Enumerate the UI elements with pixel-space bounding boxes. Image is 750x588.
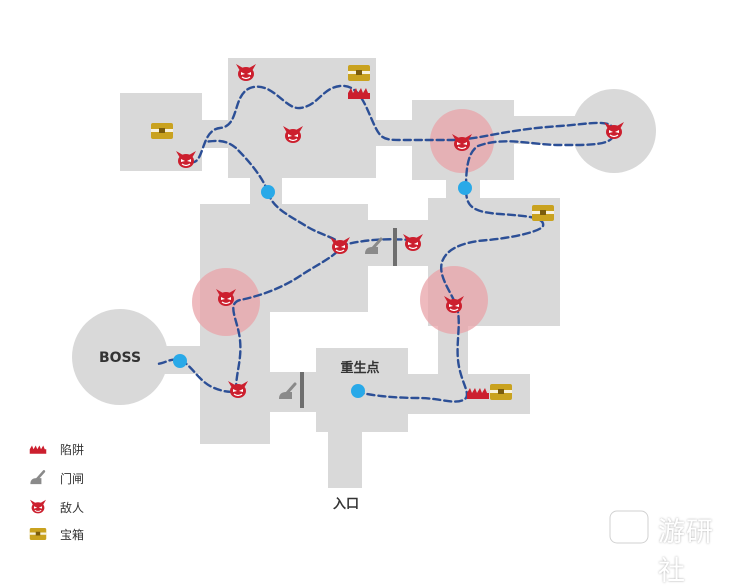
spawn-label: 重生点 (340, 360, 379, 376)
node-spawn (351, 384, 365, 398)
watermark: 游研社 (604, 505, 740, 587)
route-path (188, 84, 616, 403)
gate-wall-lower (300, 372, 304, 408)
corridor-entrance (328, 430, 362, 488)
corridor-top-link (374, 120, 416, 146)
corridor-top-right (512, 116, 578, 144)
node-top-right (458, 181, 472, 195)
node-boss (173, 354, 187, 368)
treasure-chest-icon (151, 123, 173, 139)
entrance-label: 入口 (333, 497, 359, 512)
gate-wall-center (393, 228, 397, 266)
trap-icon (29, 445, 47, 454)
treasure-chest-icon (348, 65, 370, 81)
treasure-chest-icon (490, 384, 512, 400)
route-path-branch-west (154, 190, 342, 393)
nodes (173, 181, 472, 398)
boss-label: BOSS (99, 350, 141, 366)
legend-label-trap: 陷阱 (60, 442, 84, 457)
room-boss (72, 309, 168, 405)
legend: 陷阱 门闸 敌人 宝箱 (29, 442, 84, 542)
node-top-center (261, 185, 275, 199)
legend-label-enemy: 敌人 (60, 500, 84, 515)
legend-label-gate: 门闸 (60, 471, 84, 486)
treasure-chest-icon (29, 528, 47, 540)
corridor-gate-lower (268, 372, 318, 412)
gamepad-logo-icon (608, 509, 650, 545)
gate-lever-icon (29, 470, 46, 486)
rooms (72, 58, 656, 488)
legend-label-chest: 宝箱 (60, 527, 84, 542)
enemy-icon (29, 499, 47, 514)
route-path-branch-top (203, 139, 270, 194)
watermark-text: 游研社 (658, 517, 714, 587)
treasure-chest-icon (532, 205, 554, 221)
dungeon-map: BOSS 重生点 入口 陷阱 门闸 敌人 宝箱 (29, 58, 656, 542)
